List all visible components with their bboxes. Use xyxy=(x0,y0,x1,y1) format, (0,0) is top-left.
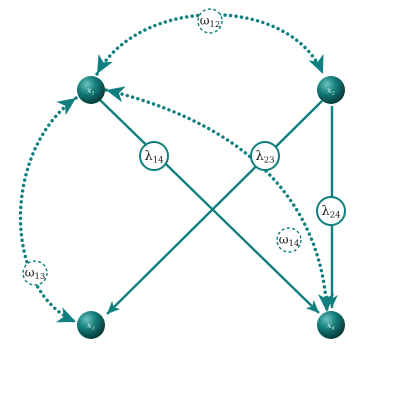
svg-text:x2: x2 xyxy=(327,86,335,97)
svg-text:ω12: ω12 xyxy=(200,14,221,31)
node-x3: x3 xyxy=(77,311,105,339)
label-lambda-23: λ23 xyxy=(250,141,280,171)
svg-text:ω14: ω14 xyxy=(279,233,300,250)
node-x4: x4 xyxy=(317,311,345,339)
label-lambda-14: λ14 xyxy=(139,141,169,171)
svg-text:λ23: λ23 xyxy=(255,149,274,166)
edge-x2-to-x3 xyxy=(106,100,323,315)
svg-text:x3: x3 xyxy=(87,321,95,332)
label-lambda-24: λ24 xyxy=(316,196,346,226)
svg-text:x4: x4 xyxy=(327,321,335,332)
label-omega-13: ω13 xyxy=(22,260,48,286)
svg-text:λ24: λ24 xyxy=(321,204,340,221)
edge-x1-x4-bidirected xyxy=(104,86,335,314)
node-x1: x1 xyxy=(77,76,105,104)
svg-text:ω13: ω13 xyxy=(25,266,46,283)
node-x2: x2 xyxy=(317,76,345,104)
svg-text:x1: x1 xyxy=(87,86,95,97)
svg-text:λ14: λ14 xyxy=(144,149,163,166)
label-omega-12: ω12 xyxy=(197,8,223,34)
edge-x1-x3-bidirected xyxy=(18,96,78,324)
label-omega-14: ω14 xyxy=(276,227,302,253)
